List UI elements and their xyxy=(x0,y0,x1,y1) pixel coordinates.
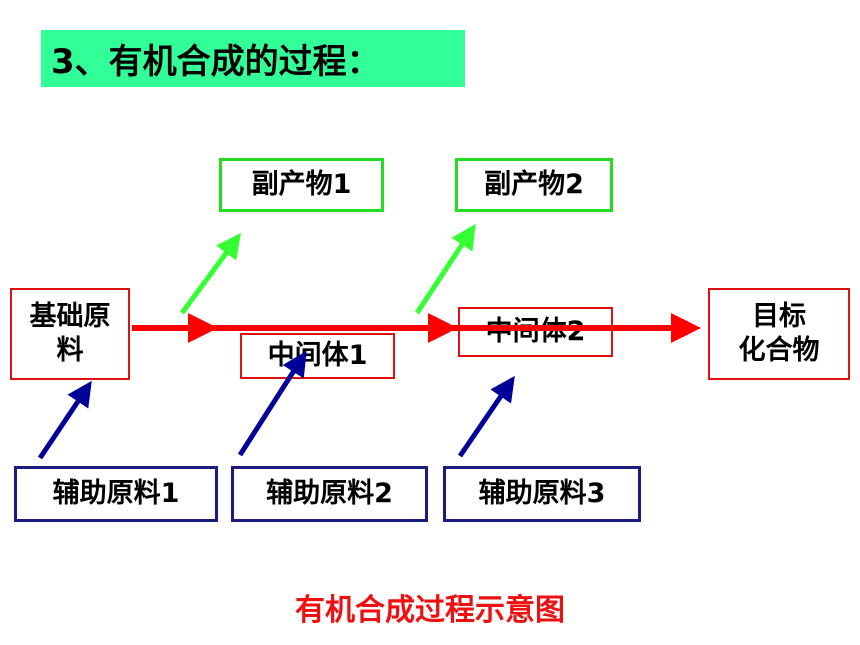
node-byproduct-1-label: 副产物1 xyxy=(251,169,352,201)
byproduct-arrow-2 xyxy=(414,223,476,315)
node-auxiliary-2: 辅助原料2 xyxy=(231,466,428,522)
page-title: 3、有机合成的过程： xyxy=(41,30,465,87)
node-intermediate-2-label: 中间体2 xyxy=(485,316,586,348)
node-target-compound: 目标 化合物 xyxy=(708,288,850,380)
auxiliary-arrow-2 xyxy=(237,350,307,457)
node-byproduct-2-label: 副产物2 xyxy=(484,169,584,201)
byproduct-arrow-1 xyxy=(179,232,241,315)
node-byproduct-2: 副产物2 xyxy=(455,158,613,212)
node-intermediate-2: 中间体2 xyxy=(458,307,613,357)
node-raw-material: 基础原 料 xyxy=(10,288,130,380)
node-byproduct-1: 副产物1 xyxy=(219,158,384,212)
node-auxiliary-3-label: 辅助原料3 xyxy=(478,478,606,510)
auxiliary-arrow-1 xyxy=(37,380,92,460)
diagram-caption: 有机合成过程示意图 xyxy=(295,593,565,628)
auxiliary-arrow-3 xyxy=(457,375,515,458)
node-auxiliary-1: 辅助原料1 xyxy=(14,466,218,522)
node-auxiliary-1-label: 辅助原料1 xyxy=(52,478,180,510)
node-auxiliary-2-label: 辅助原料2 xyxy=(266,478,393,510)
node-target-compound-label: 目标 化合物 xyxy=(738,301,820,366)
node-raw-material-label: 基础原 料 xyxy=(29,301,111,366)
node-auxiliary-3: 辅助原料3 xyxy=(443,466,641,522)
